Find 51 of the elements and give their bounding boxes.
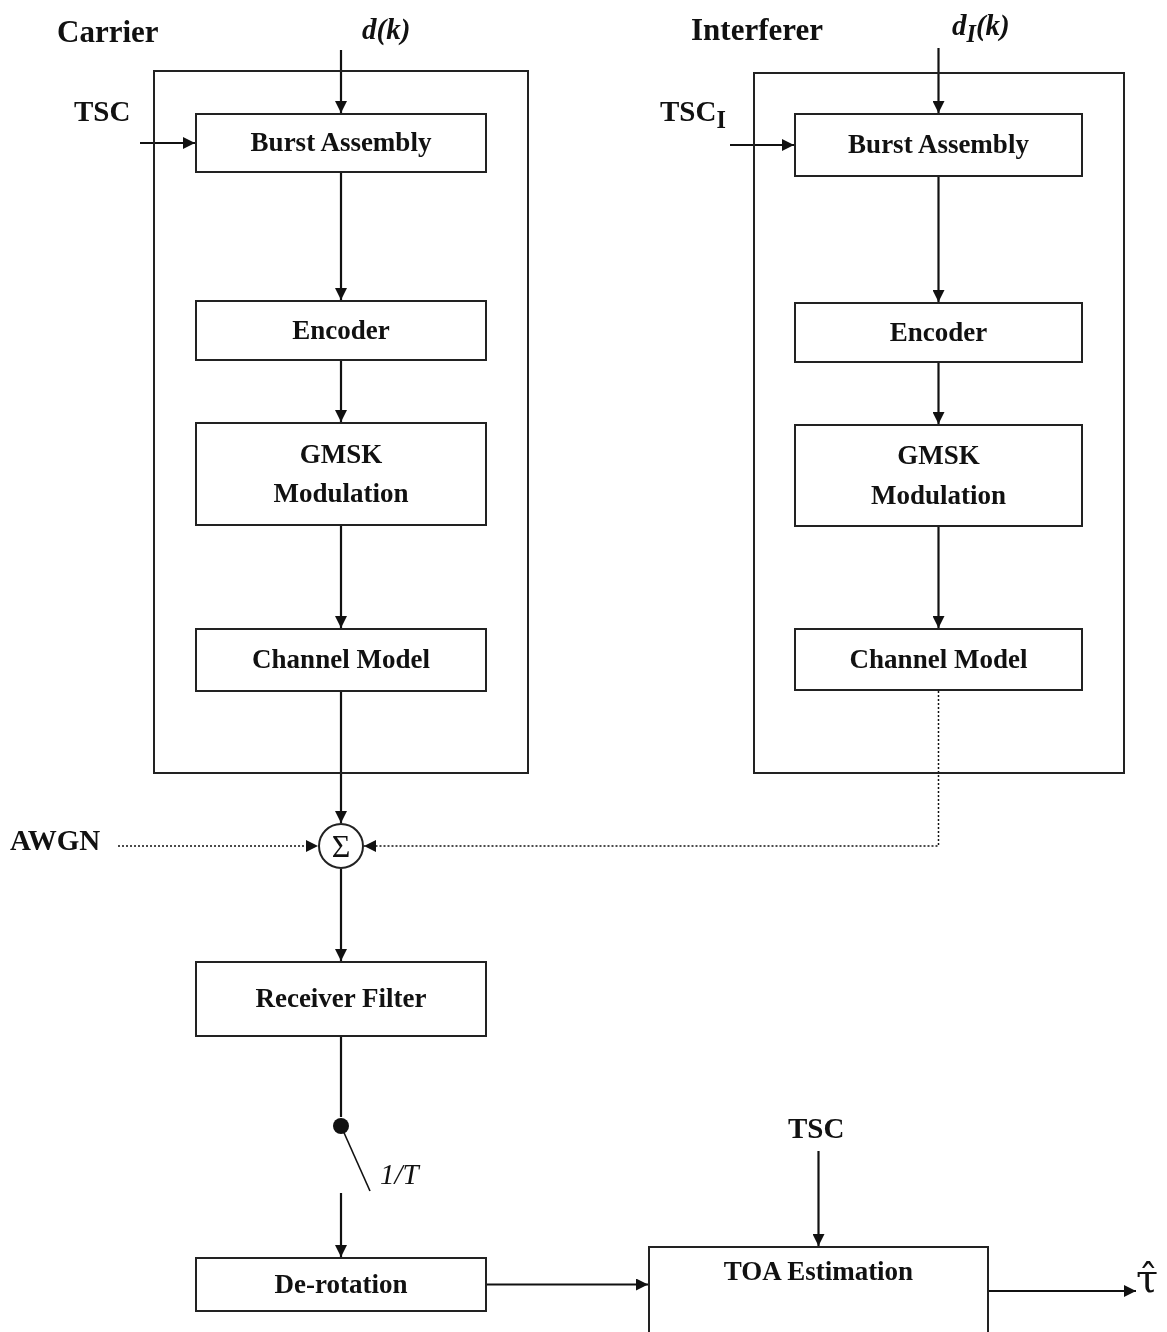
arrow	[335, 361, 347, 422]
arrow	[932, 527, 945, 628]
signal-label: d(k)	[362, 14, 422, 50]
arrow	[335, 1193, 347, 1257]
process-box	[195, 628, 487, 692]
process-box	[195, 961, 487, 1037]
arrow	[932, 363, 945, 424]
box-label: Encoder	[292, 313, 390, 347]
group-heading: Carrier	[57, 14, 159, 50]
signal-label: AWGN	[10, 825, 118, 861]
arrow	[335, 869, 347, 961]
process-box	[794, 113, 1083, 177]
arrow	[117, 840, 319, 852]
signal-label: τ̂	[1136, 1256, 1166, 1310]
arrow	[335, 173, 347, 300]
arrow	[932, 177, 945, 302]
box-label: Burst Assembly	[250, 126, 432, 160]
arrow	[730, 139, 794, 151]
process-box	[195, 300, 487, 361]
arrow	[487, 1278, 648, 1291]
arrow	[363, 690, 940, 852]
group-heading: Interferer	[691, 12, 823, 48]
box-label: GMSK Modulation	[272, 437, 410, 510]
box-label: TOA Estimation	[723, 1255, 914, 1288]
arrow	[335, 50, 347, 113]
signal-label: TSC$_{I}$	[660, 96, 730, 136]
process-box	[794, 302, 1083, 363]
arrow	[812, 1151, 825, 1246]
signal-label: d$_{I}$(k)	[952, 10, 1022, 48]
process-box	[195, 422, 487, 526]
signal-label: TSC	[788, 1113, 858, 1151]
arrow	[335, 526, 347, 628]
process-box	[195, 1257, 487, 1312]
arrow	[932, 48, 945, 113]
arrow	[335, 692, 347, 823]
box-label: Channel Model	[849, 642, 1028, 676]
arrow	[140, 137, 195, 149]
process-box	[794, 424, 1083, 527]
summing-junction: Σ	[318, 823, 364, 869]
box-label: Burst Assembly	[848, 128, 1029, 162]
arrow	[989, 1285, 1136, 1297]
box-label: Encoder	[889, 315, 988, 349]
box-label: De-rotation	[274, 1267, 408, 1301]
process-box	[195, 113, 487, 173]
process-box	[648, 1246, 989, 1332]
box-label: Channel Model	[252, 643, 430, 677]
box-label: GMSK Modulation	[870, 439, 1007, 512]
process-box	[794, 628, 1083, 691]
sampling-rate-label: 1/T	[380, 1159, 419, 1191]
box-label: Receiver Filter	[255, 982, 427, 1016]
signal-label: TSC	[74, 96, 140, 134]
